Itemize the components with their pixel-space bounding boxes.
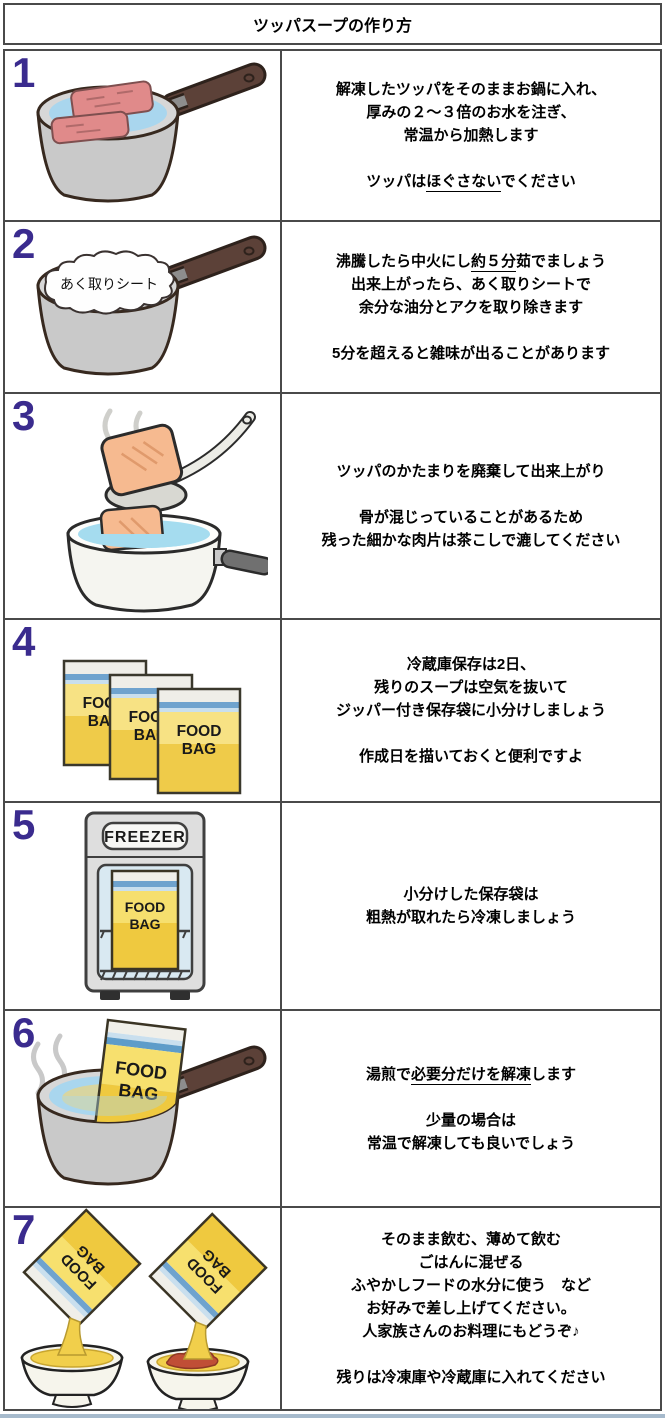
instruction-line: 残った細かな肉片は茶こしで漉してください (321, 532, 621, 549)
instruction-line: 残りのスープは空気を抜いて (374, 679, 568, 696)
underlined-text: 必要分だけを解凍 (410, 1065, 531, 1085)
instruction-line: 作成日を描いておくと便利ですよ (358, 748, 584, 765)
pot-body (65, 532, 222, 612)
scum-sheet-label: あく取りシート (60, 276, 158, 292)
step-4-instructions: 冷蔵庫保存は2日、 残りのスープは空気を抜いて ジッパー付き保存袋に小分けしまし… (282, 620, 660, 801)
step3-ladle-meat-illustration (65, 408, 268, 612)
instruction-line: ツッパのかたまりを廃棄して出来上がり (336, 463, 606, 480)
food-bag: FOOD BAG (21, 1208, 142, 1328)
soup-stream (182, 1320, 213, 1360)
instruction-line: 冷蔵庫保存は2日、 (406, 656, 536, 673)
instruction-line: ふやかしフードの水分に使う など (350, 1277, 591, 1294)
raw-meat (50, 79, 154, 144)
text-segment: 沸騰したら中火にし (335, 252, 471, 270)
step-number: 3 (12, 394, 36, 439)
page-title: ツッパスープの作り方 (3, 3, 662, 45)
recipe-document: ツッパスープの作り方 1 (3, 3, 662, 1411)
instruction-line: 粗熱が取れたら冷凍しましょう (365, 909, 576, 926)
step-row-7: 7 (5, 1206, 660, 1409)
step-7-instructions: そのまま飲む、薄めて飲む ごはんに混ぜる ふやかしフードの水分に使う など お好… (282, 1208, 660, 1409)
step-number: 6 (12, 1011, 36, 1056)
instruction-line: ごはんに混ぜる (418, 1254, 524, 1271)
step-number: 5 (12, 803, 36, 848)
steps-table: 1 (3, 49, 662, 1411)
step-number: 7 (12, 1208, 36, 1253)
instruction-line: 解凍したツッパをそのままお鍋に入れ、 (335, 81, 607, 98)
step4-food-bags-illustration: FOOD BAG FOOD BAG (62, 659, 241, 794)
food-bag-label: FOOD (124, 899, 164, 915)
waterline (77, 533, 210, 548)
instruction-line: 常温から加熱します (403, 127, 539, 144)
scum-sheet: あく取りシート (43, 250, 175, 315)
step-number: 2 (12, 222, 36, 267)
instruction-line: 小分けした保存袋は (403, 886, 539, 903)
instruction-line: 残りは冷凍庫や冷蔵庫に入れてください (336, 1369, 606, 1386)
freezer-label: FREEZER (104, 829, 186, 846)
instruction-line: 少量の場合は (425, 1111, 516, 1129)
step-row-4: 4 FOOD BAG (5, 618, 660, 801)
step6-bag-in-pot-illustration: FOOD BAG (30, 1018, 266, 1185)
step-row-5: 5 FREEZER (5, 801, 660, 1009)
soup-stream (56, 1316, 87, 1356)
step-number: 4 (12, 620, 36, 665)
instruction-line: 出来上がったら、あく取りシートで (350, 275, 591, 293)
food-bag: FOOD BAG (110, 869, 179, 971)
step-5-instructions: 小分けした保存袋は 粗熱が取れたら冷凍しましょう (282, 803, 660, 1009)
food-bag: FOOD BAG (147, 1212, 268, 1332)
underlined-text: ほぐさない (426, 173, 501, 192)
instruction-line: 厚みの２～３倍のお水を注ぎ、 (366, 104, 576, 121)
instruction-line: 5分を超えると雑味が出ることがあります (332, 344, 610, 362)
step2-pot-scum-sheet-illustration: あく取りシート (35, 235, 266, 376)
pot-handle (212, 547, 268, 575)
waterline (48, 1095, 167, 1116)
food-bag-label: BAG (117, 1079, 159, 1104)
food-bag: FOOD BAG (156, 687, 241, 794)
instruction-line: 人家族さんのお料理にもどうぞ♪ (362, 1323, 580, 1340)
step-row-6: 6 (5, 1009, 660, 1206)
text-segment: 茹でましょう (516, 252, 607, 270)
instruction-line: 余分な油分とアクを取り除きます (358, 298, 584, 316)
instruction-line: そのまま飲む、薄めて飲む (380, 1231, 561, 1248)
food-bag-label: BAG (181, 741, 215, 758)
cooked-meat-on-ladle (99, 423, 183, 496)
instruction-line: ジッパー付き保存袋に小分けしましょう (335, 702, 606, 719)
bottom-edge (0, 1414, 665, 1418)
instruction-line: 常温で解凍しても良いでしょう (366, 1134, 576, 1152)
food-bag-label: FOOD (176, 723, 221, 740)
step-1-instructions: 解凍したツッパをそのままお鍋に入れ、 厚みの２～３倍のお水を注ぎ、 常温から加熱… (282, 51, 660, 220)
instruction-line: お好みで差し上げてください。 (366, 1300, 576, 1317)
text-segment: ツッパは (366, 173, 427, 190)
step-number: 1 (12, 51, 36, 96)
step-2-instructions: 沸騰したら中火にし約５分茹でましょう 出来上がったら、あく取りシートで 余分な油… (282, 222, 660, 392)
soup-bowl (145, 1347, 250, 1409)
step1-pot-raw-meat-illustration (35, 62, 266, 202)
instruction-line: ツッパはほぐさないでください (366, 170, 576, 193)
step-6-instructions: 湯煎で必要分だけを解凍します 少量の場合は 常温で解凍しても良いでしょう (282, 1011, 660, 1206)
step-row-1: 1 (5, 51, 660, 220)
food-bag-label: BAG (129, 916, 160, 932)
text-segment: でください (500, 173, 576, 190)
step5-freezer-illustration: FREEZER (84, 811, 205, 1000)
text-segment: します (531, 1065, 577, 1083)
step-3-instructions: ツッパのかたまりを廃棄して出来上がり 骨が混じっていることがあるため 残った細か… (282, 394, 660, 618)
instruction-line: 湯煎で必要分だけを解凍します (366, 1063, 576, 1086)
freezer: FREEZER (84, 811, 205, 1000)
step-row-3: 3 (5, 392, 660, 618)
instruction-line: 骨が混じっていることがあるため (358, 509, 584, 526)
step7-serving-bowls-illustration: FOOD BAG FOOD BAG (19, 1208, 268, 1409)
instruction-line: 沸騰したら中火にし約５分茹でましょう (336, 250, 606, 273)
underlined-text: 約５分 (470, 252, 516, 272)
step-row-2: 2 あく取りシート (5, 220, 660, 392)
text-segment: 湯煎で (365, 1065, 411, 1083)
